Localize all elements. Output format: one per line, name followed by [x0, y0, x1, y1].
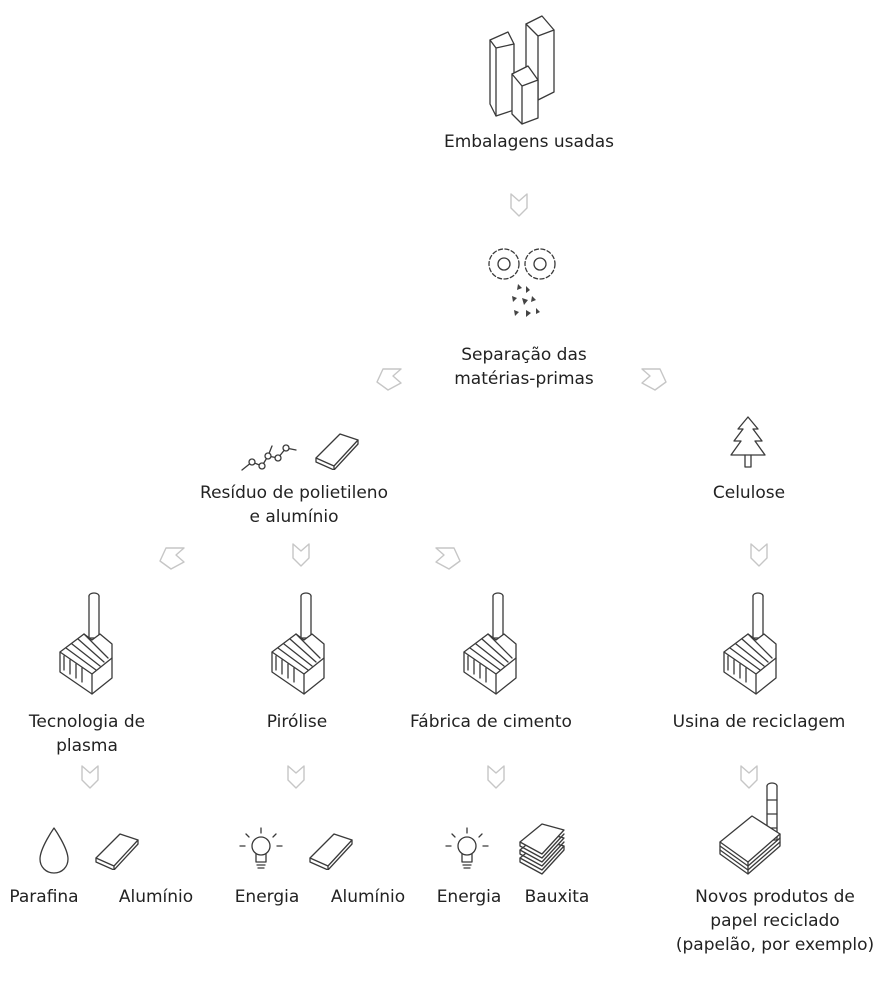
bauxite-stack-icon	[516, 820, 568, 876]
node-residuo: Resíduo de polietileno e alumínio	[200, 481, 388, 529]
node-residuo-line2: e alumínio	[249, 507, 339, 527]
node-bauxita: Bauxita	[524, 887, 590, 907]
factory-icon	[268, 590, 328, 700]
factory-icon	[56, 590, 116, 700]
aluminum-ingot-icon	[92, 830, 142, 870]
carton-packages-icon	[482, 10, 562, 125]
arrow-down-right-icon	[434, 545, 462, 571]
paraffin-drop-icon	[36, 826, 72, 876]
node-energia-1: Energia	[234, 887, 300, 907]
node-energia-2: Energia	[436, 887, 502, 907]
arrow-down-left-icon	[375, 366, 403, 392]
node-parafina: Parafina	[9, 887, 79, 907]
paper-stack-icon	[716, 780, 790, 876]
node-separacao-line2: matérias-primas	[454, 369, 594, 389]
node-plasma-line1: Tecnologia de	[28, 712, 146, 732]
node-aluminio-2: Alumínio	[330, 887, 406, 907]
factory-icon	[460, 590, 520, 700]
arrow-down-icon	[291, 543, 311, 567]
node-separacao: Separação das matérias-primas	[454, 343, 594, 391]
aluminum-ingot-icon	[312, 430, 362, 470]
node-aluminio-1: Alumínio	[118, 887, 194, 907]
node-pirolise: Pirólise	[266, 712, 328, 732]
arrow-down-icon	[286, 765, 306, 789]
node-embalagens-usadas: Embalagens usadas	[443, 132, 615, 152]
node-plasma-line2: plasma	[56, 736, 118, 756]
node-novos-line1: Novos produtos de	[695, 887, 855, 907]
node-novos-line3: (papelão, por exemplo)	[675, 935, 875, 955]
node-separacao-line1: Separação das	[461, 345, 587, 365]
arrow-down-icon	[80, 765, 100, 789]
node-residuo-line1: Resíduo de polietileno	[200, 483, 388, 503]
arrow-down-right-icon	[640, 366, 668, 392]
arrow-down-icon	[749, 543, 769, 567]
node-novos-produtos: Novos produtos de papel reciclado (papel…	[676, 885, 874, 957]
light-bulb-icon	[442, 824, 492, 874]
tree-icon	[728, 415, 768, 471]
node-novos-line2: papel reciclado	[710, 911, 840, 931]
node-celulose: Celulose	[712, 483, 786, 503]
node-usina-reciclagem: Usina de reciclagem	[672, 712, 846, 732]
polyethylene-molecule-icon	[238, 440, 300, 476]
node-tecnologia-plasma: Tecnologia de plasma	[29, 710, 145, 758]
arrow-down-icon	[509, 193, 529, 217]
arrow-down-icon	[486, 765, 506, 789]
aluminum-ingot-icon	[306, 830, 356, 870]
gears-shredder-icon	[476, 240, 586, 330]
factory-icon	[720, 590, 780, 700]
arrow-down-left-icon	[158, 545, 186, 571]
light-bulb-icon	[236, 824, 286, 874]
node-fabrica-cimento: Fábrica de cimento	[410, 712, 572, 732]
